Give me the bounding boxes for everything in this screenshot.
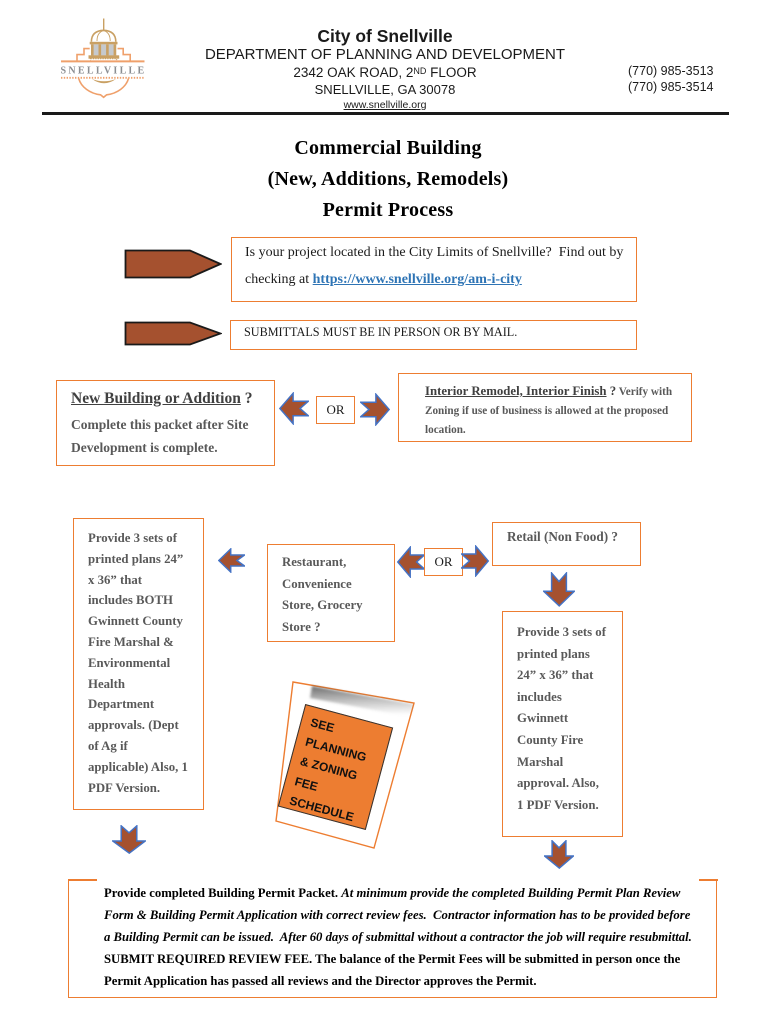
svg-text:SNELLVILLE: SNELLVILLE (61, 65, 147, 76)
